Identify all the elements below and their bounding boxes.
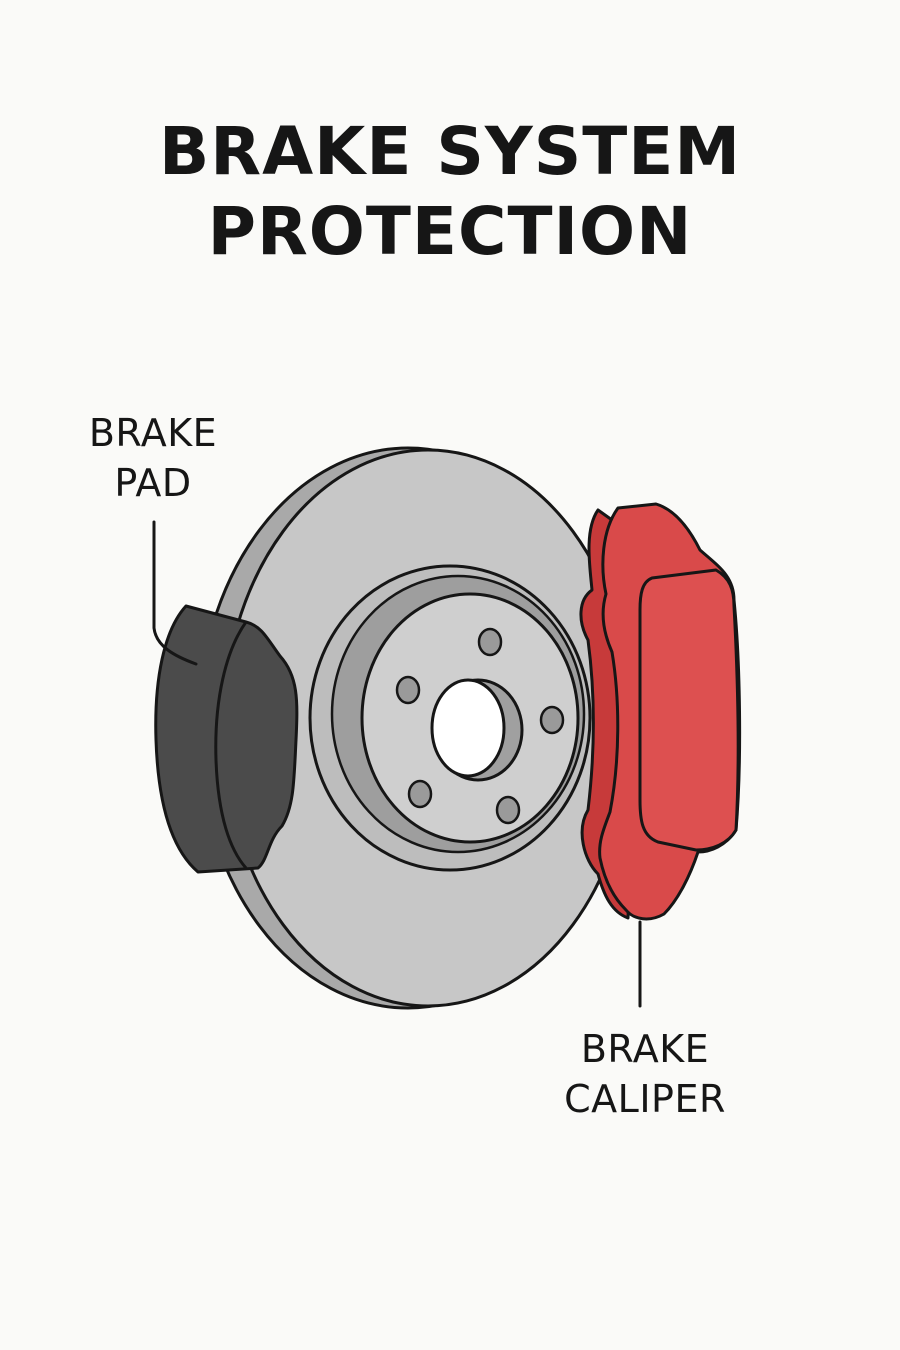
lug-hole-bottom-right [495, 795, 521, 825]
title-line-1: BRAKE SYSTEM [158, 113, 742, 190]
brake-caliper-label-line-2: CALIPER [564, 1077, 726, 1121]
center-bore [430, 678, 506, 778]
lug-hole-bottom-left [407, 779, 433, 809]
lug-hole-left [395, 675, 421, 705]
brake-caliper-label-line-1: BRAKE [580, 1027, 710, 1071]
caliper-piston-housing [638, 568, 740, 852]
brake-caliper-label: BRAKE CALIPER [520, 1024, 770, 1124]
brake-pad-label-line-1: BRAKE [88, 411, 218, 455]
page-title: BRAKE SYSTEM PROTECTION [0, 112, 900, 272]
brake-pad-label: BRAKE PAD [60, 408, 246, 508]
brake-pad-label-line-2: PAD [114, 461, 192, 505]
brake-pad-edge [214, 621, 248, 869]
lug-hole-right [539, 705, 565, 735]
brake-pad [154, 604, 299, 874]
pad-leader-line [152, 520, 198, 666]
lug-hole-top [477, 627, 503, 657]
title-line-2: PROTECTION [207, 193, 693, 270]
